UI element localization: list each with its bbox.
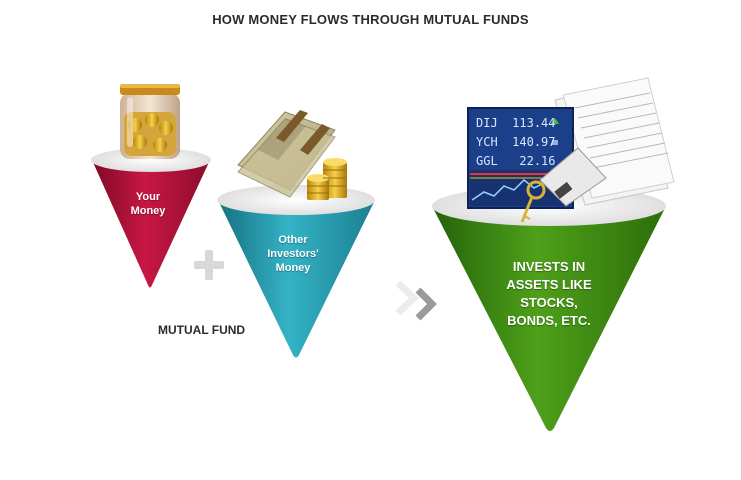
invests-cone <box>432 77 675 431</box>
ticker-row: DIJ 113.44 <box>476 116 556 130</box>
coin-jar-icon <box>120 84 180 159</box>
coin-stack-icon <box>307 158 347 200</box>
invests-label: INVESTS IN ASSETS LIKE STOCKS, BONDS, ET… <box>506 259 592 328</box>
ticker-row: YCH 140.97 <box>476 135 556 149</box>
your-money-label: Your Money <box>130 191 166 217</box>
other-investors-cone <box>217 110 375 358</box>
mutual-fund-label: MUTUAL FUND <box>158 323 246 337</box>
page-title: HOW MONEY FLOWS THROUGH MUTUAL FUNDS <box>212 12 529 27</box>
ticker-row: GGL 22.16 <box>476 154 556 168</box>
key-card-icon <box>520 147 607 223</box>
plus-icon <box>194 250 224 280</box>
other-investors-money-label: Other Investors' Money <box>267 234 319 274</box>
ticker-list: DIJ 113.44 YCH 140.97 GGL 22.16 <box>476 114 556 171</box>
cash-stack-icon <box>237 110 336 198</box>
flow-arrow-icon <box>395 280 437 321</box>
your-money-cone <box>91 84 211 288</box>
